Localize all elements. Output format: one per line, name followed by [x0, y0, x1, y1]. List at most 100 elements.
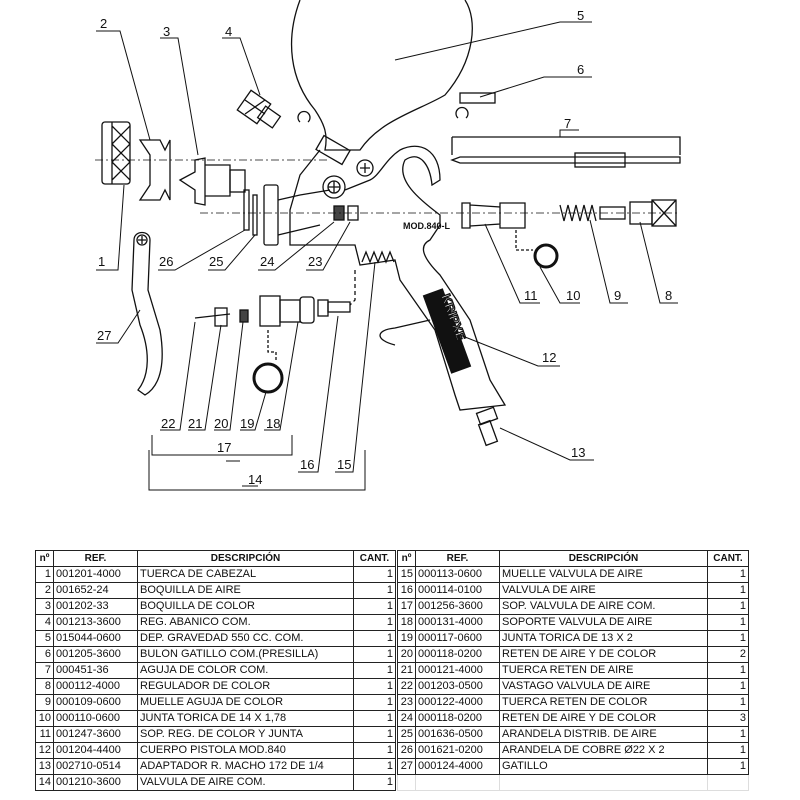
- cell-description: BOQUILLA DE COLOR: [137, 598, 354, 615]
- cell-ref: 000110-0600: [53, 710, 138, 727]
- cell-description: ARANDELA DISTRIB. DE AIRE: [499, 726, 708, 743]
- cell-ref: 000451-36: [53, 662, 138, 679]
- callout-2: 2: [100, 16, 107, 31]
- cell-number: 1: [35, 566, 54, 583]
- cell-quantity: 1: [353, 678, 396, 695]
- cell-number: 24: [397, 710, 416, 727]
- part-2-air-cap: [138, 139, 171, 201]
- cell-quantity: 1: [707, 726, 749, 743]
- part-9-needle-spring: [559, 204, 597, 222]
- cell-quantity: 1: [707, 694, 749, 711]
- cell-description: RETEN DE AIRE Y DE COLOR: [499, 646, 708, 663]
- cell-ref: 002710-0514: [53, 758, 138, 775]
- cell-ref: 000112-4000: [53, 678, 138, 695]
- cell-quantity: 1: [707, 614, 749, 631]
- header-number: nº: [397, 550, 416, 567]
- cell-quantity: 1: [707, 566, 749, 583]
- cell-number: 17: [397, 598, 416, 615]
- part-15-spring: [361, 250, 395, 264]
- cell-number: 5: [35, 630, 54, 647]
- header-description: DESCRIPCIÓN: [137, 550, 354, 567]
- cell-number: 4: [35, 614, 54, 631]
- cell-quantity: 1: [353, 646, 396, 663]
- header-number: nº: [35, 550, 54, 567]
- callout-3: 3: [163, 24, 170, 39]
- cell-quantity: 1: [707, 662, 749, 679]
- cell-description: TUERCA RETEN DE AIRE: [499, 662, 708, 679]
- brand-logo: KRIPXE: [422, 288, 472, 374]
- cell-ref: 001247-3600: [53, 726, 138, 743]
- cell-description: SOP. REG. DE COLOR Y JUNTA: [137, 726, 354, 743]
- cell-description: SOPORTE VALVULA DE AIRE: [499, 614, 708, 631]
- table-header-row: nº REF. DESCRIPCIÓN CANT.: [35, 550, 396, 567]
- header-quantity: CANT.: [707, 550, 749, 567]
- cell-quantity: 1: [707, 630, 749, 647]
- cell-ref: 000118-0200: [415, 646, 500, 663]
- callout-13: 13: [571, 445, 585, 460]
- cell-description: ADAPTADOR R. MACHO 172 DE 1/4: [137, 758, 354, 775]
- cell-ref: 000131-4000: [415, 614, 500, 631]
- callout-24: 24: [260, 254, 274, 269]
- cell-quantity: 1: [353, 726, 396, 743]
- cell-number: 22: [397, 678, 416, 695]
- cell-description: RETEN DE AIRE Y DE COLOR: [499, 710, 708, 727]
- cell-quantity: 1: [707, 758, 749, 775]
- part-4-fan-adjuster: [236, 89, 311, 129]
- part-14-air-valve-assembly: [194, 250, 395, 394]
- callout-23: 23: [308, 254, 322, 269]
- cell-number: 23: [397, 694, 416, 711]
- cell-description: AGUJA DE COLOR COM.: [137, 662, 354, 679]
- cell-quantity: 1: [353, 710, 396, 727]
- cell-number: 18: [397, 614, 416, 631]
- cell-ref: 000121-4000: [415, 662, 500, 679]
- part-1-head-nut: [101, 121, 131, 185]
- cell-ref: 000114-0100: [415, 582, 500, 599]
- callout-8: 8: [665, 288, 672, 303]
- part-5-gravity-cup: [291, 0, 473, 151]
- cell-number: 7: [35, 662, 54, 679]
- callout-22: 22: [161, 416, 175, 431]
- header-quantity: CANT.: [353, 550, 396, 567]
- cell-ref: 001210-3600: [53, 774, 138, 791]
- cell-quantity: 1: [353, 694, 396, 711]
- header-description: DESCRIPCIÓN: [499, 550, 708, 567]
- part-3-fluid-nozzle: [178, 157, 231, 206]
- cell-number: 20: [397, 646, 416, 663]
- callout-16: 16: [300, 457, 314, 472]
- part-10-o-ring: [533, 243, 559, 269]
- part-27-trigger: [131, 231, 163, 396]
- cell-quantity: 1: [353, 758, 396, 775]
- callout-9: 9: [614, 288, 621, 303]
- callout-18: 18: [266, 416, 280, 431]
- cell-quantity: 3: [707, 710, 749, 727]
- exploded-view-diagram: KRIPXE MOD.840-L: [95, 0, 681, 491]
- cell-description: TUERCA RETEN DE COLOR: [499, 694, 708, 711]
- callout-6: 6: [577, 62, 584, 77]
- cell-quantity: 1: [707, 742, 749, 759]
- cell-quantity: 1: [353, 566, 396, 583]
- cell-number: 12: [35, 742, 54, 759]
- cell-number: 10: [35, 710, 54, 727]
- empty-row: [397, 774, 749, 791]
- callout-25: 25: [209, 254, 223, 269]
- cell-number: 6: [35, 646, 54, 663]
- cell-quantity: 1: [353, 614, 396, 631]
- cell-description: REGULADOR DE COLOR: [137, 678, 354, 695]
- cell-ref: 000118-0200: [415, 710, 500, 727]
- callout-19: 19: [240, 416, 254, 431]
- callout-4: 4: [225, 24, 232, 39]
- callout-21: 21: [188, 416, 202, 431]
- callout-12: 12: [542, 350, 556, 365]
- cell-number: 3: [35, 598, 54, 615]
- cell-description: GATILLO: [499, 758, 708, 775]
